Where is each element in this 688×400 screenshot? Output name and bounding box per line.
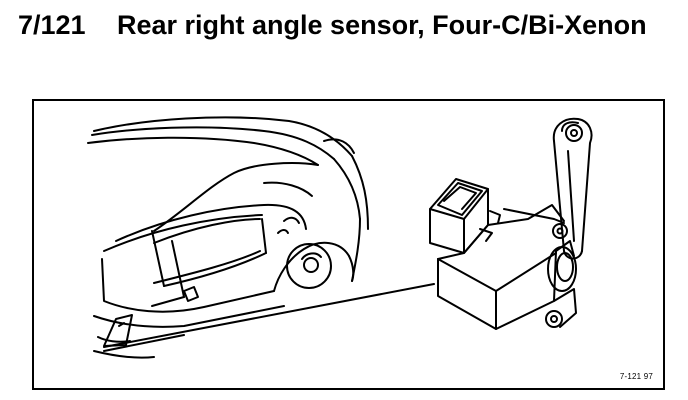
figure-reference: 7-121 97 — [619, 372, 653, 381]
leader-line — [103, 283, 435, 348]
section-number: 7/121 — [18, 10, 86, 40]
figure-frame: 7-121 97 — [32, 99, 665, 390]
section-heading: 7/121 Rear right angle sensor, Four-C/Bi… — [0, 0, 688, 80]
angle-sensor-drawing — [429, 117, 593, 330]
car-rear-drawing — [87, 116, 369, 359]
section-title: Rear right angle sensor, Four-C/Bi-Xenon — [117, 10, 647, 40]
car-angle-sensor-illustration — [87, 116, 593, 359]
